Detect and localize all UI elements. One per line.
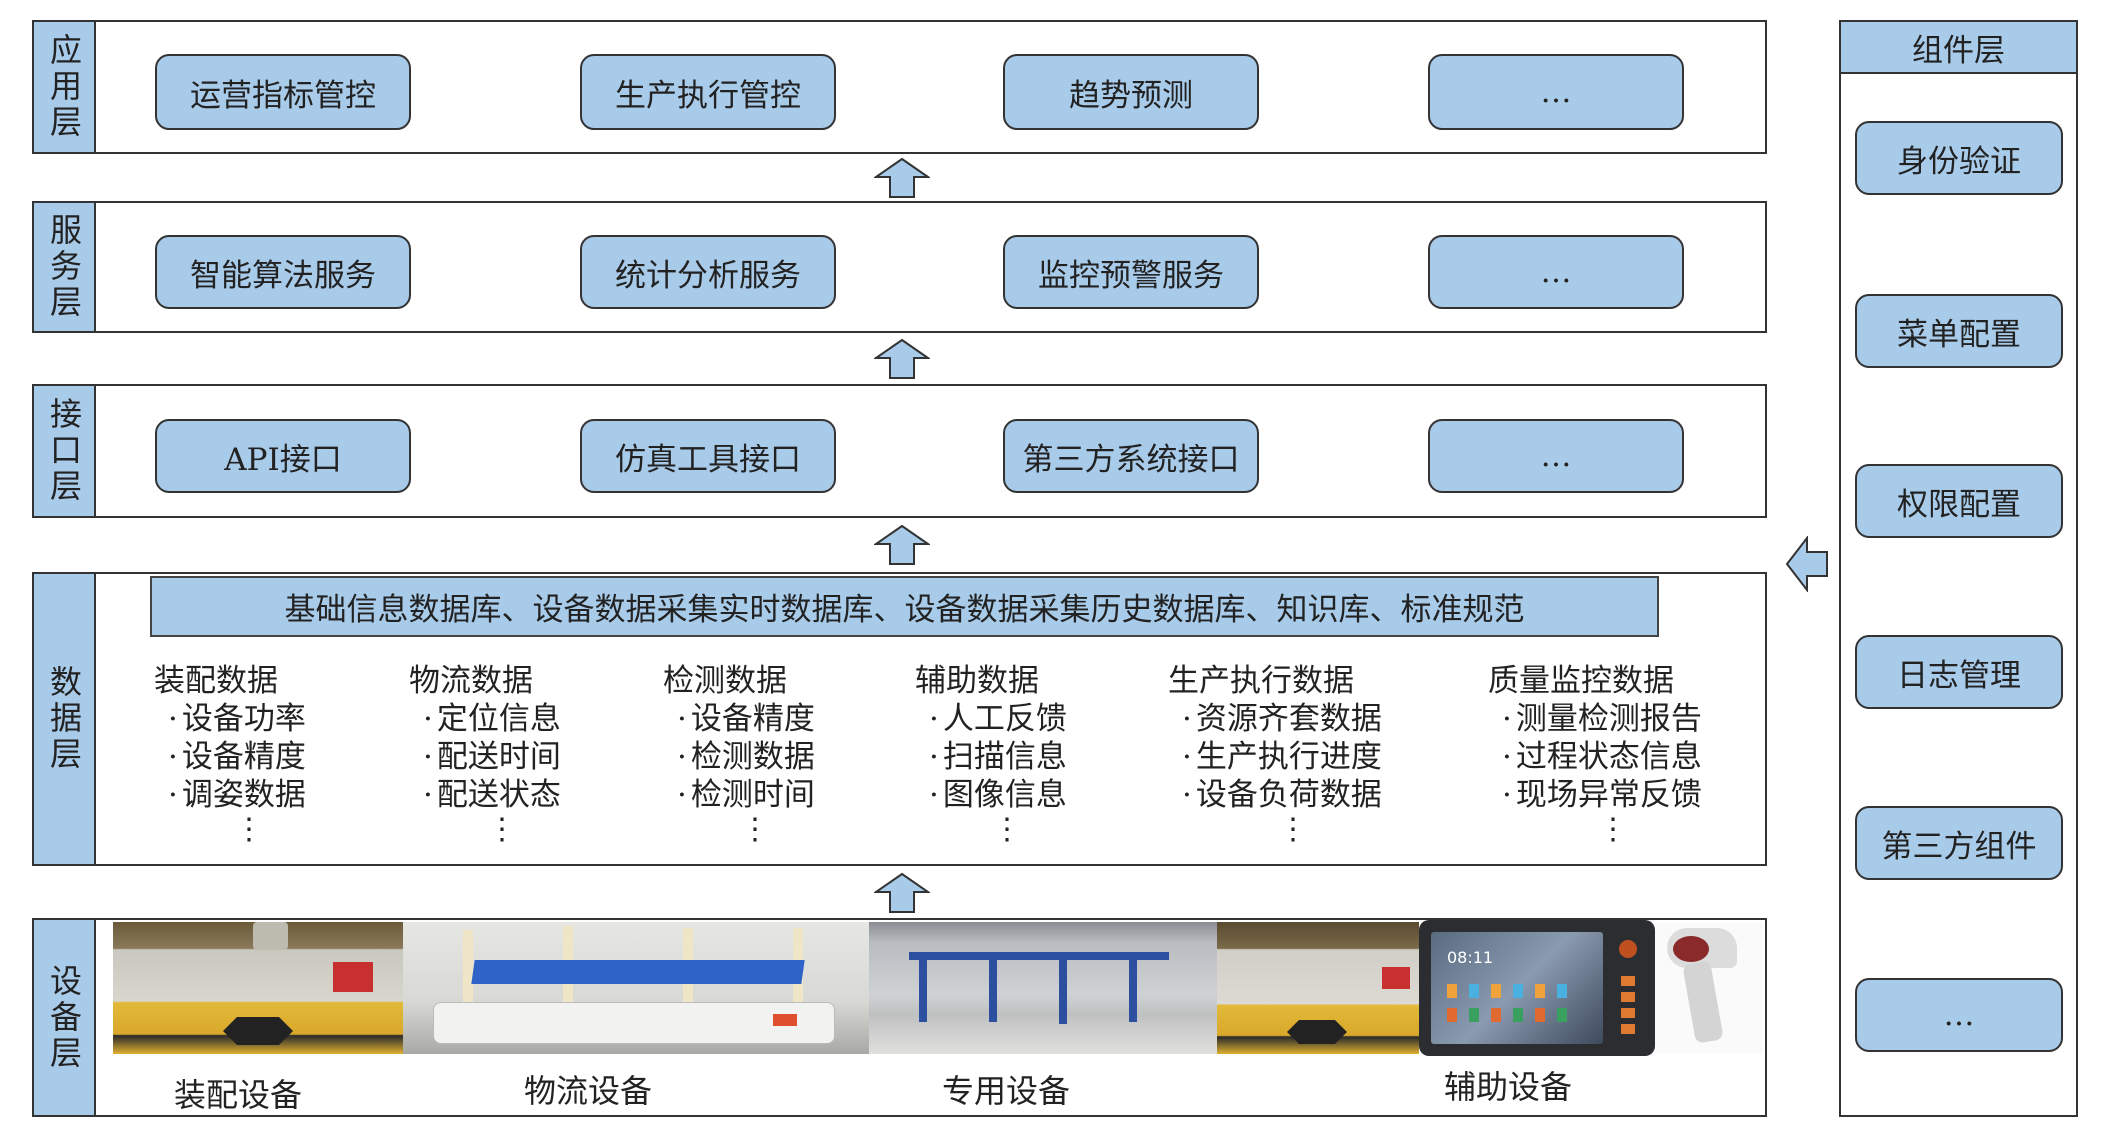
layer-label: 数据层 (34, 574, 96, 864)
interface-box-third-party: 第三方系统接口 (1003, 419, 1259, 493)
layer-label-text: 接口层 (45, 397, 83, 505)
tablet-time: 08:11 (1447, 948, 1494, 967)
app-box-operations: 运营指标管控 (155, 54, 411, 130)
data-layer: 数据层 基础信息数据库、设备数据采集实时数据库、设备数据采集历史数据库、知识库、… (32, 572, 1767, 866)
layer-label-text: 数据层 (45, 665, 83, 773)
data-item: 调姿数据 (154, 776, 306, 814)
data-item: 设备精度 (154, 738, 306, 776)
data-item: 人工反馈 (915, 700, 1067, 738)
service-box-algorithm: 智能算法服务 (155, 235, 411, 309)
auxiliary-agv-image (1217, 922, 1419, 1054)
logistics-equipment-image (403, 922, 869, 1054)
device-label-assembly: 装配设备 (174, 1076, 303, 1114)
data-column-title: 质量监控数据 (1488, 663, 1674, 699)
component-box-log-management: 日志管理 (1855, 635, 2063, 709)
service-box-more: … (1428, 235, 1684, 309)
application-layer: 应用层 运营指标管控 生产执行管控 趋势预测 … (32, 20, 1767, 154)
data-item: 配送状态 (409, 776, 561, 814)
component-box-more: … (1855, 978, 2063, 1052)
data-item: 扫描信息 (915, 738, 1067, 776)
component-box-authentication: 身份验证 (1855, 121, 2063, 195)
arrow-up-icon (874, 872, 930, 913)
layer-label: 接口层 (34, 386, 96, 516)
data-column-title: 辅助数据 (915, 663, 1039, 699)
data-item: 资源齐套数据 (1168, 700, 1382, 738)
continuation-dots: ⋮ (1598, 812, 1628, 847)
app-box-more: … (1428, 54, 1684, 130)
data-column-assembly: 装配数据 设备功率 设备精度 调姿数据 (154, 662, 306, 814)
special-equipment-image (869, 922, 1217, 1054)
component-box-permission-config: 权限配置 (1855, 464, 2063, 538)
interface-box-simulation: 仿真工具接口 (580, 419, 836, 493)
app-box-production: 生产执行管控 (580, 54, 836, 130)
device-label-auxiliary: 辅助设备 (1444, 1068, 1573, 1106)
data-column-inspection: 检测数据 设备精度 检测数据 检测时间 (663, 662, 815, 814)
continuation-dots: ⋮ (234, 812, 264, 847)
data-item: 配送时间 (409, 738, 561, 776)
layer-label: 服务层 (34, 203, 96, 331)
data-column-title: 物流数据 (409, 663, 533, 699)
app-box-trend: 趋势预测 (1003, 54, 1259, 130)
auxiliary-tablet-image: 08:11 (1419, 920, 1655, 1056)
data-item: 现场异常反馈 (1488, 776, 1702, 814)
layer-label: 设备层 (34, 920, 96, 1115)
interface-layer: 接口层 API接口 仿真工具接口 第三方系统接口 … (32, 384, 1767, 518)
device-label-logistics: 物流设备 (524, 1072, 653, 1110)
auxiliary-scanner-image (1655, 922, 1763, 1054)
data-column-auxiliary: 辅助数据 人工反馈 扫描信息 图像信息 (915, 662, 1067, 814)
continuation-dots: ⋮ (740, 812, 770, 847)
component-layer-title: 组件层 (1841, 22, 2076, 74)
data-column-title: 生产执行数据 (1168, 663, 1354, 699)
layer-label-text: 应用层 (45, 33, 83, 141)
device-layer: 设备层 08:11 装配设 (32, 918, 1767, 1117)
layer-label-text: 服务层 (45, 213, 83, 321)
continuation-dots: ⋮ (992, 812, 1022, 847)
continuation-dots: ⋮ (487, 812, 517, 847)
data-item: 过程状态信息 (1488, 738, 1702, 776)
assembly-equipment-image (113, 922, 403, 1054)
arrow-up-icon (874, 157, 930, 198)
data-item: 设备负荷数据 (1168, 776, 1382, 814)
arrow-up-icon (874, 524, 930, 565)
interface-box-api: API接口 (155, 419, 411, 493)
continuation-dots: ⋮ (1278, 812, 1308, 847)
service-box-statistics: 统计分析服务 (580, 235, 836, 309)
interface-box-more: … (1428, 419, 1684, 493)
layer-label-text: 设备层 (45, 963, 83, 1072)
component-box-menu-config: 菜单配置 (1855, 294, 2063, 368)
component-layer: 组件层 身份验证 菜单配置 权限配置 日志管理 第三方组件 … (1839, 20, 2078, 1117)
data-item: 生产执行进度 (1168, 738, 1382, 776)
arrow-up-icon (874, 338, 930, 379)
service-box-monitoring: 监控预警服务 (1003, 235, 1259, 309)
data-item: 检测数据 (663, 738, 815, 776)
data-item: 设备精度 (663, 700, 815, 738)
database-banner: 基础信息数据库、设备数据采集实时数据库、设备数据采集历史数据库、知识库、标准规范 (150, 576, 1659, 637)
data-column-title: 检测数据 (663, 663, 787, 699)
data-item: 检测时间 (663, 776, 815, 814)
data-column-quality: 质量监控数据 测量检测报告 过程状态信息 现场异常反馈 (1488, 662, 1702, 814)
data-item: 测量检测报告 (1488, 700, 1702, 738)
data-column-title: 装配数据 (154, 663, 278, 699)
arrow-left-icon (1785, 536, 1828, 592)
service-layer: 服务层 智能算法服务 统计分析服务 监控预警服务 … (32, 201, 1767, 333)
data-item: 定位信息 (409, 700, 561, 738)
data-item: 设备功率 (154, 700, 306, 738)
data-item: 图像信息 (915, 776, 1067, 814)
data-column-production: 生产执行数据 资源齐套数据 生产执行进度 设备负荷数据 (1168, 662, 1382, 814)
layer-label: 应用层 (34, 22, 96, 152)
component-box-third-party: 第三方组件 (1855, 806, 2063, 880)
device-label-special: 专用设备 (942, 1072, 1071, 1110)
data-column-logistics: 物流数据 定位信息 配送时间 配送状态 (409, 662, 561, 814)
